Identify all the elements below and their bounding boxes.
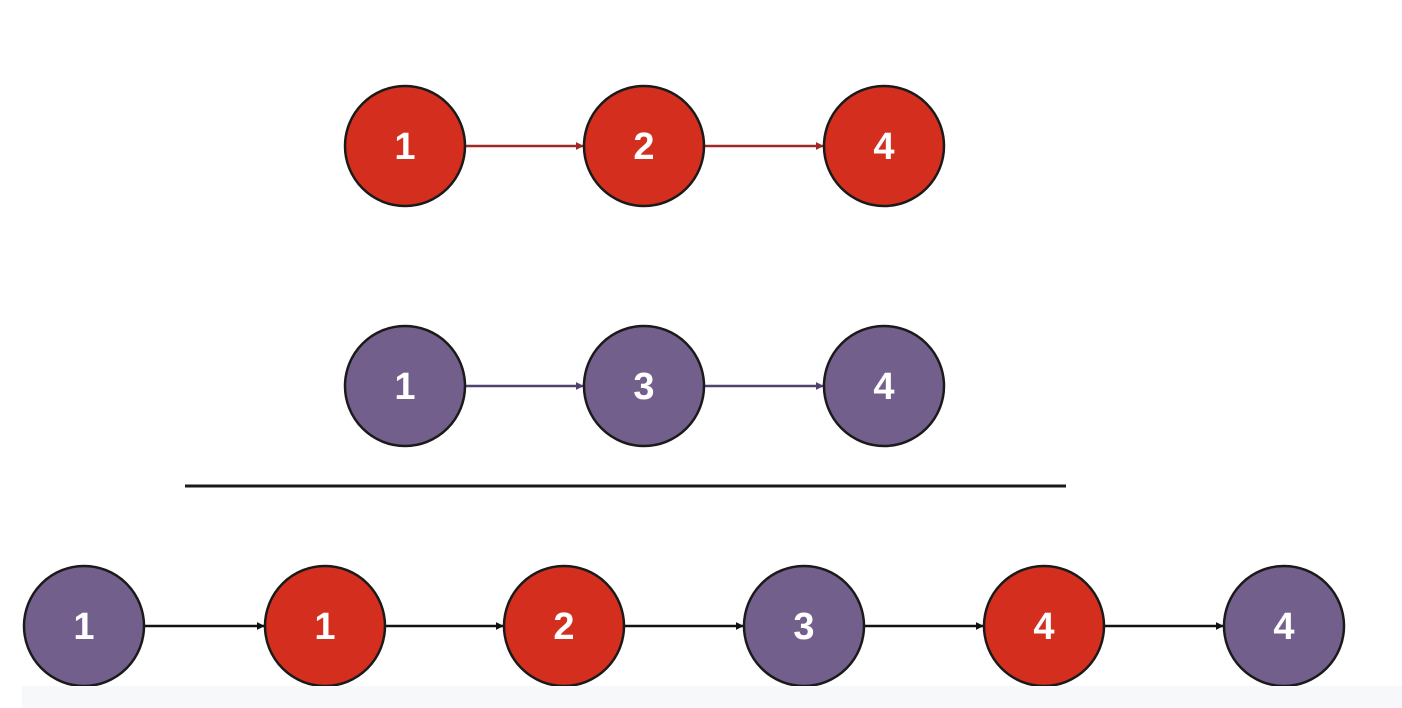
list-b-node-label: 4: [873, 366, 894, 408]
list-a-node: [822, 84, 946, 208]
list-a-row: 1 2 4: [343, 84, 946, 208]
list-a-node: [582, 84, 706, 208]
list-a-node-label: 1: [394, 126, 415, 168]
merged-list-row: 1 1 2 3 4 4: [22, 564, 1346, 688]
bottom-strip: [22, 686, 1402, 708]
list-b-node: [343, 324, 467, 448]
merged-node-label: 4: [1273, 606, 1294, 648]
list-a-node-label: 2: [633, 126, 654, 168]
list-b-node: [582, 324, 706, 448]
list-b-node-label: 3: [633, 366, 654, 408]
list-b-node: [822, 324, 946, 448]
list-a-node: [343, 84, 467, 208]
list-b-row: 1 3 4: [343, 324, 946, 448]
list-b-node-label: 1: [394, 366, 415, 408]
merged-node-label: 2: [553, 606, 574, 648]
merged-node-label: 4: [1033, 606, 1054, 648]
merged-node-label: 1: [314, 606, 335, 648]
merged-node-label: 3: [793, 606, 814, 648]
merged-node-label: 1: [73, 606, 94, 648]
list-a-node-label: 4: [873, 126, 894, 168]
